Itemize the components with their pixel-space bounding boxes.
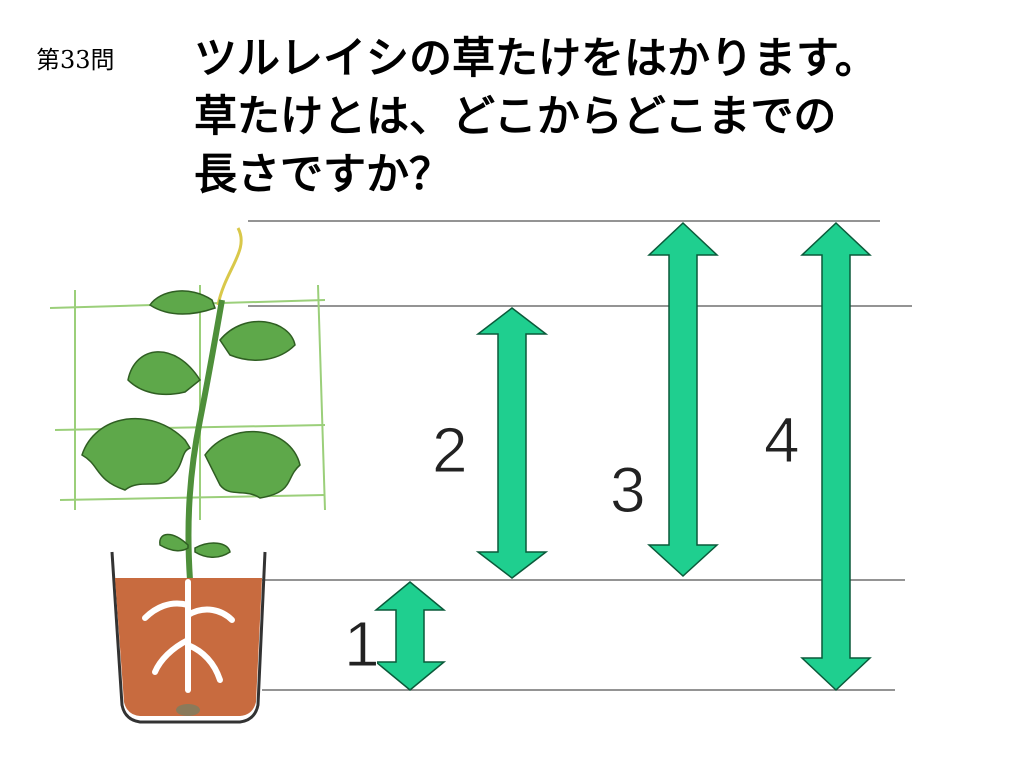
question-number: 第33問 xyxy=(36,46,115,74)
arrow-4-label: 4 xyxy=(764,404,800,476)
arrow-2-label: 2 xyxy=(432,414,468,486)
question-line-2: 草たけとは、どこからどこまでの xyxy=(194,92,837,142)
guide-lines xyxy=(248,220,912,691)
arrow-2 xyxy=(475,307,549,579)
question-line-3: 長さですか？ xyxy=(194,150,452,200)
arrow-1 xyxy=(373,581,447,691)
question-line-1: ツルレイシの草たけをはかります。 xyxy=(194,34,878,84)
arrow-3-label: 3 xyxy=(610,454,646,526)
arrow-1-label: 1 xyxy=(344,608,380,680)
question-text: ツルレイシの草たけをはかります。 草たけとは、どこからどこまでの 長さですか？ xyxy=(194,30,1014,204)
arrow-3 xyxy=(647,221,719,578)
potted-bitter-melon-plant-icon xyxy=(49,227,326,724)
arrow-4 xyxy=(800,221,872,692)
